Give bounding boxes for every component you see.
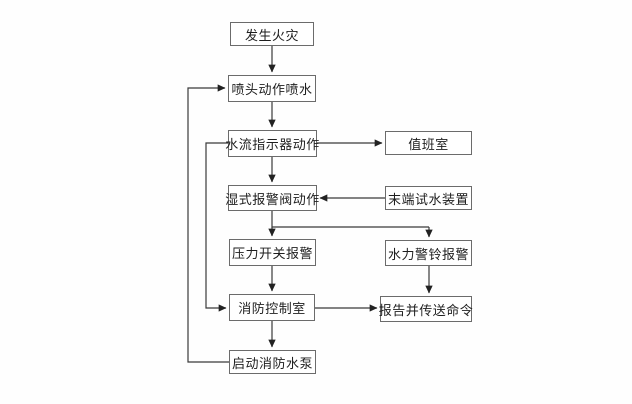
node-wet-alarm-valve-label: 湿式报警阀动作 — [225, 191, 320, 207]
node-duty-room: 值班室 — [385, 131, 472, 155]
node-report-command: 报告并传送命令 — [378, 296, 474, 322]
node-hydraulic-bell-label: 水力警铃报警 — [387, 246, 469, 262]
node-fire-control-room: 消防控制室 — [229, 294, 315, 321]
node-flow-indicator-label: 水流指示器动作 — [225, 137, 320, 152]
node-pressure-switch-label: 压力开关报警 — [231, 246, 313, 261]
node-report-command-label: 报告并传送命令 — [378, 302, 474, 318]
node-wet-alarm-valve: 湿式报警阀动作 — [225, 185, 320, 211]
node-sprinkler-sprays: 喷头动作喷水 — [228, 75, 316, 102]
node-sprinkler-sprays-label: 喷头动作喷水 — [231, 82, 313, 97]
node-start-fire-pump-label: 启动消防水泵 — [231, 355, 313, 371]
edge-flow-indicator-loop-to-control-room — [205, 142, 228, 312]
node-fire-control-room-label: 消防控制室 — [238, 301, 306, 316]
node-hydraulic-bell: 水力警铃报警 — [385, 240, 472, 266]
node-flow-indicator: 水流指示器动作 — [225, 130, 320, 157]
node-end-test-device-label: 末端试水装置 — [387, 191, 469, 207]
edge-wet-valve-branch-stem — [271, 211, 429, 228]
node-start-fire-pump: 启动消防水泵 — [229, 350, 316, 374]
edge-pump-loop-to-sprinkler — [187, 84, 229, 363]
node-duty-room-label: 值班室 — [408, 136, 449, 152]
node-fire-occurs-label: 发生火灾 — [244, 27, 299, 43]
node-pressure-switch: 压力开关报警 — [229, 239, 316, 266]
node-fire-occurs: 发生火灾 — [230, 22, 314, 46]
node-end-test-device: 末端试水装置 — [385, 186, 472, 210]
